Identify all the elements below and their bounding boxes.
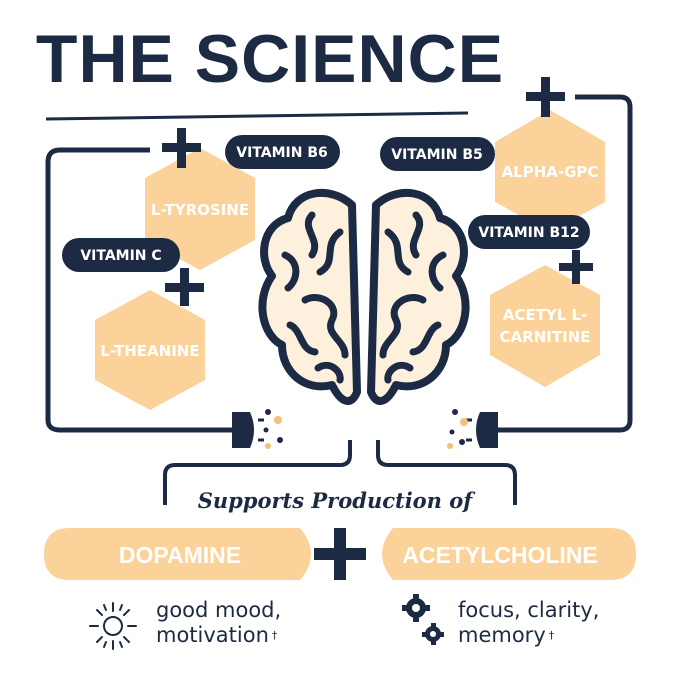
title-underline (45, 111, 469, 121)
dagger-mark: † (271, 629, 278, 642)
hexagon-alpha-gpc (495, 110, 605, 232)
plus-icon (165, 268, 204, 306)
acetylcholine-pill (382, 528, 636, 580)
pill-vitamin-c (62, 238, 180, 272)
hexagon-l-tyrosine (145, 148, 255, 270)
plus-icon (162, 128, 201, 168)
left-connector-wire (45, 147, 235, 433)
brain-icon (258, 188, 470, 405)
pill-vitamin-b5 (380, 137, 495, 171)
benefit-right: focus, clarity, memory† (458, 598, 599, 648)
hexagon-alpha-gpc-label: ALPHA-GPC (502, 163, 599, 181)
pill-vitamin-b5-label: VITAMIN B5 (391, 147, 483, 163)
dagger-mark: † (548, 629, 555, 642)
right-plug (476, 412, 498, 448)
left-spark-dots (263, 409, 283, 449)
plus-icon (526, 77, 565, 117)
benefit-left: good mood, motivation† (156, 598, 281, 648)
hexagon-acetyl-label-line1: ACETYL L- (503, 306, 588, 324)
supports-production-text: Supports Production of (198, 488, 477, 513)
hexagon-acetyl-label-line2: CARNITINE (500, 328, 591, 346)
right-spark-dots (447, 409, 468, 449)
gears-icon (402, 594, 444, 645)
left-plug (232, 412, 254, 448)
sun-icon (89, 602, 137, 650)
pill-vitamin-c-label: VITAMIN C (80, 248, 161, 264)
page-title: THE SCIENCE (36, 21, 504, 97)
left-stem-bracket (163, 440, 352, 505)
dopamine-pill (44, 528, 311, 580)
pill-vitamin-b12-label: VITAMIN B12 (478, 225, 579, 241)
plus-icon (559, 250, 593, 284)
brain-folds (281, 211, 447, 384)
benefit-right-line2: memory† (458, 623, 555, 647)
benefit-left-line1: good mood, (156, 598, 282, 622)
pill-vitamin-b12 (468, 215, 590, 249)
hexagon-acetyl-l-carnitine (490, 265, 600, 387)
hexagon-l-tyrosine-label: L-TYROSINE (151, 201, 249, 219)
benefit-left-line2: motivation† (156, 623, 278, 647)
benefit-right-line1: focus, clarity, (458, 598, 600, 622)
pill-vitamin-b6 (225, 135, 340, 169)
right-connector-wire (490, 94, 633, 433)
plus-icon (314, 528, 366, 580)
right-stem-bracket (376, 440, 517, 505)
hexagon-l-theanine-label: L-THEANINE (100, 342, 199, 360)
acetylcholine-label: ACETYLCHOLINE (402, 542, 598, 568)
hexagon-l-theanine (95, 290, 205, 410)
pill-vitamin-b6-label: VITAMIN B6 (236, 145, 328, 161)
dopamine-label: DOPAMINE (119, 542, 241, 568)
